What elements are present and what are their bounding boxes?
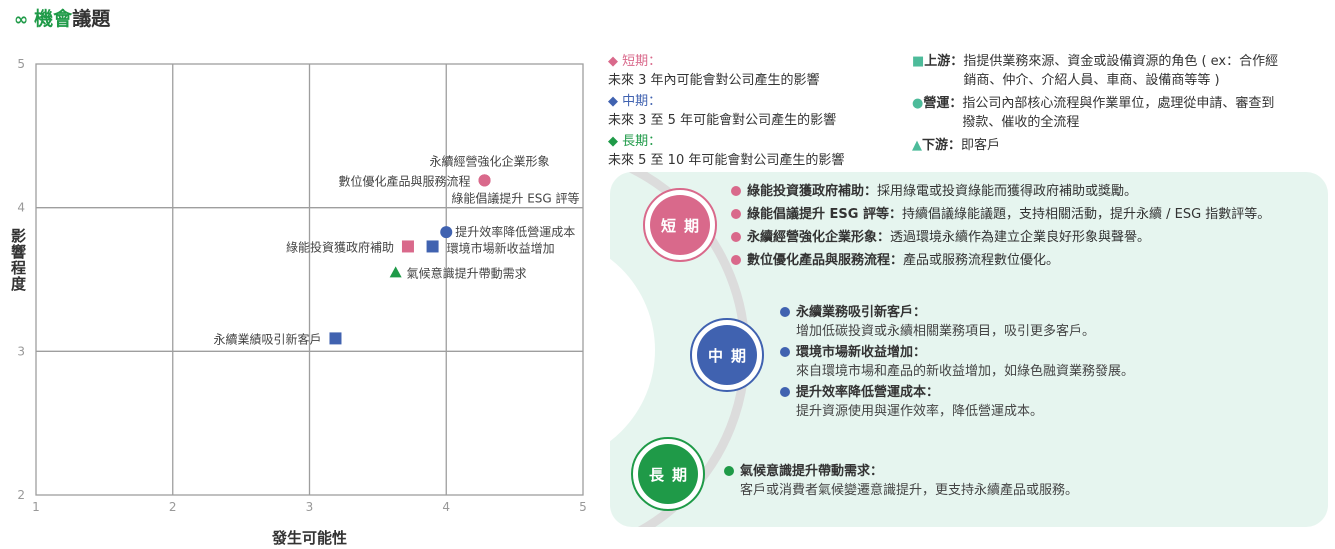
bullet-icon — [731, 209, 741, 219]
point-label: 綠能投資獲政府補助 — [286, 239, 394, 254]
legend-operation-desc-2: 撥款、催收的全流程 — [962, 115, 1080, 130]
x-axis-label: 發生可能性 — [271, 529, 347, 547]
legend-long-desc: 未來 5 至 10 年可能會對公司產生的影響 — [608, 153, 845, 168]
legend-downstream-desc: 即客戶 — [961, 138, 1001, 153]
long-term-badge: 長期 — [631, 437, 705, 511]
diamond-icon: ◆ — [608, 134, 618, 149]
item-desc: 採用綠電或投資綠能而獲得政府補助或獎勵。 — [877, 184, 1138, 199]
term-legend: ◆ 短期： 未來 3 年內可能會對公司產生的影響 ◆ 中期： 未來 3 至 5 年可… — [608, 52, 844, 170]
bullet-icon — [724, 466, 734, 476]
point-label: 環境市場新收益增加 — [447, 240, 555, 255]
legend-downstream-label: 下游： — [922, 138, 962, 153]
section-title: ∞機會議題 — [14, 4, 110, 31]
diamond-icon: ◆ — [608, 54, 618, 69]
bullet-icon — [780, 387, 790, 397]
legend-upstream-label: 上游： — [924, 54, 964, 69]
legend-upstream-desc-2: 銷商、仲介、介紹人員、車商、設備商等等 ) — [963, 73, 1220, 88]
triangle-icon: ▲ — [912, 138, 922, 153]
circle-icon: ● — [912, 96, 924, 111]
x-tick-label: 3 — [306, 500, 314, 514]
bullet-icon — [780, 347, 790, 357]
short-term-badge: 短期 — [643, 188, 717, 262]
item-desc: 持續倡議綠能議題，支持相關活動，提升永續 / ESG 指數評等。 — [901, 207, 1271, 222]
item-desc: 增加低碳投資或永續相關業務項目，吸引更多客戶。 — [796, 324, 1096, 339]
item-desc: 產品或服務流程數位優化。 — [903, 253, 1060, 268]
mid-term-badge: 中期 — [690, 318, 764, 392]
point-label: 數位優化產品與服務流程 — [339, 173, 471, 188]
item-desc: 客戶或消費者氣候變遷意識提升，更支持永續產品或服務。 — [740, 483, 1079, 498]
value-chain-legend: ■上游：指提供業務來源、資金或設備資源的角色 ( ex：合作經銷商、仲介、介紹人… — [912, 52, 1332, 155]
legend-operation-label: 營運： — [923, 96, 963, 111]
legend-mid-desc: 未來 3 至 5 年可能會對公司產生的影響 — [608, 113, 837, 128]
point-label: 永續經營強化企業形象 — [430, 153, 550, 168]
item-title: 提升效率降低營運成本： — [796, 385, 940, 400]
legend-short-desc: 未來 3 年內可能會對公司產生的影響 — [608, 73, 820, 88]
legend-operation-desc: 指公司內部核心流程與作業單位，處理從申請、審查到 — [962, 96, 1275, 111]
short-term-badge-label: 短期 — [650, 195, 710, 255]
item-desc: 來自環境市場和產品的新收益增加，如綠色融資業務發展。 — [796, 364, 1135, 379]
legend-short-label: 短期： — [622, 54, 662, 69]
bullet-icon — [780, 307, 790, 317]
marker-circle — [440, 226, 453, 239]
infinity-icon: ∞ — [14, 10, 29, 30]
legend-long-label: 長期： — [622, 134, 662, 149]
marker-square — [329, 332, 342, 345]
x-tick-label: 1 — [32, 500, 40, 514]
item-desc: 提升資源使用與運作效率，降低營運成本。 — [796, 404, 1044, 419]
point-label: 綠能倡議提升 ESG 評等 — [451, 190, 579, 205]
marker-square — [401, 240, 414, 253]
item-title: 永續經營強化企業形象： — [747, 230, 891, 245]
point-label: 永續業績吸引新客戶 — [213, 331, 321, 346]
item-desc: 透過環境永續作為建立企業良好形象與聲譽。 — [890, 230, 1151, 245]
x-tick-label: 4 — [442, 500, 450, 514]
title-main: 議題 — [72, 8, 111, 30]
x-tick-label: 5 — [579, 500, 587, 514]
item-title: 氣候意識提升帶動需求： — [740, 464, 884, 479]
point-label: 氣候意識提升帶動需求 — [407, 265, 527, 280]
square-icon: ■ — [912, 54, 925, 69]
legend-upstream-desc: 指提供業務來源、資金或設備資源的角色 ( ex：合作經 — [963, 54, 1279, 69]
item-title: 數位優化產品與服務流程： — [747, 253, 904, 268]
bullet-icon — [731, 232, 741, 242]
term-detail-panel: 短期 中期 長期 綠能投資獲政府補助：採用綠電或投資綠能而獲得政府補助或獎勵。 … — [610, 172, 1328, 527]
bullet-icon — [731, 255, 741, 265]
item-title: 環境市場新收益增加： — [796, 345, 927, 360]
marker-square — [426, 240, 439, 253]
item-title: 永續業務吸引新客戶： — [796, 305, 927, 320]
y-tick-label: 3 — [17, 344, 25, 358]
x-tick-label: 2 — [169, 500, 177, 514]
mid-term-list: 永續業務吸引新客戶： 增加低碳投資或永續相關業務項目，吸引更多客戶。 環境市場新收… — [780, 303, 1134, 421]
bullet-icon — [731, 186, 741, 196]
long-term-list: 氣候意識提升帶動需求： 客戶或消費者氣候變遷意識提升，更支持永續產品或服務。 — [724, 462, 1078, 500]
y-tick-label: 5 — [17, 57, 25, 71]
diamond-icon: ◆ — [608, 94, 618, 109]
marker-triangle — [389, 266, 402, 278]
legend-mid-label: 中期： — [622, 94, 662, 109]
short-term-list: 綠能投資獲政府補助：採用綠電或投資綠能而獲得政府補助或獎勵。 綠能倡議提升 ES… — [731, 182, 1270, 270]
mid-term-badge-label: 中期 — [697, 325, 757, 385]
y-tick-label: 4 — [17, 201, 25, 215]
title-accent: 機會 — [34, 8, 73, 30]
marker-circle — [478, 174, 491, 187]
y-axis-label: 影響程度 — [9, 228, 27, 292]
long-term-badge-label: 長期 — [638, 444, 698, 504]
y-tick-label: 2 — [17, 488, 25, 502]
item-title: 綠能投資獲政府補助： — [747, 184, 878, 199]
item-title: 綠能倡議提升 ESG 評等： — [747, 207, 902, 222]
point-label: 提升效率降低營運成本 — [455, 224, 575, 239]
